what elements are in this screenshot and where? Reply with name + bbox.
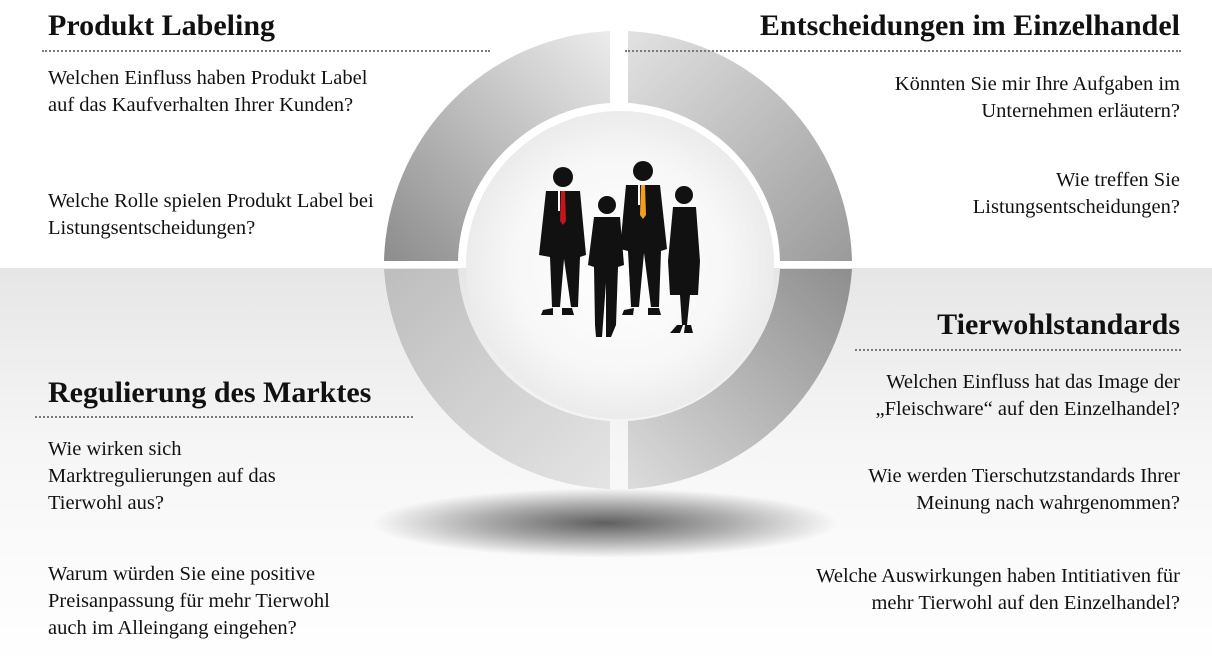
title-underline-top-left bbox=[42, 50, 490, 52]
title-regulierung-des-marktes: Regulierung des Marktes bbox=[48, 376, 372, 409]
question-top-left-2: Welche Rolle spielen Produkt Label bei L… bbox=[48, 190, 374, 239]
ring-segment-bottom-left bbox=[384, 269, 610, 489]
question-bottom-right-3: Welche Auswirkungen haben Intitiativen f… bbox=[816, 565, 1180, 614]
ring-segment-top-right bbox=[628, 31, 852, 261]
ring-segment-bottom-right bbox=[628, 269, 852, 489]
title-underline-bottom-left bbox=[35, 416, 413, 418]
red-tie-icon bbox=[560, 191, 566, 225]
title-underline-bottom-right bbox=[855, 349, 1181, 351]
orange-tie-icon bbox=[640, 185, 646, 219]
quadrant-ring-diagram bbox=[384, 31, 852, 489]
question-top-right-1: Könnten Sie mir Ihre Aufgaben im Unterne… bbox=[894, 73, 1180, 122]
shirt-left bbox=[558, 191, 560, 211]
ring-shadow bbox=[370, 488, 840, 558]
tie-accents bbox=[558, 185, 646, 225]
question-bottom-right-1: Welchen Einfluss hat das Image der „Flei… bbox=[875, 371, 1181, 420]
question-bottom-left-1: Wie wirken sich Marktregulierungen auf d… bbox=[48, 438, 276, 514]
shirt-right bbox=[638, 185, 640, 205]
ring-segment-top-left bbox=[384, 31, 610, 261]
title-entscheidungen-einzelhandel: Entscheidungen im Einzelhandel bbox=[759, 9, 1180, 42]
title-produkt-labeling: Produkt Labeling bbox=[48, 9, 276, 42]
question-bottom-right-2: Wie werden Tierschutzstandards Ihrer Mei… bbox=[868, 465, 1180, 514]
question-top-right-2: Wie treffen Sie Listungsentscheidungen? bbox=[972, 169, 1180, 218]
business-people-silhouette-icon bbox=[539, 161, 700, 337]
title-underline-top-right bbox=[625, 50, 1181, 52]
question-top-left-1: Welchen Einfluss haben Produkt Label auf… bbox=[48, 67, 368, 116]
title-tierwohlstandards: Tierwohlstandards bbox=[937, 308, 1180, 341]
question-bottom-left-2: Warum würden Sie eine positive Preisanpa… bbox=[48, 563, 330, 639]
